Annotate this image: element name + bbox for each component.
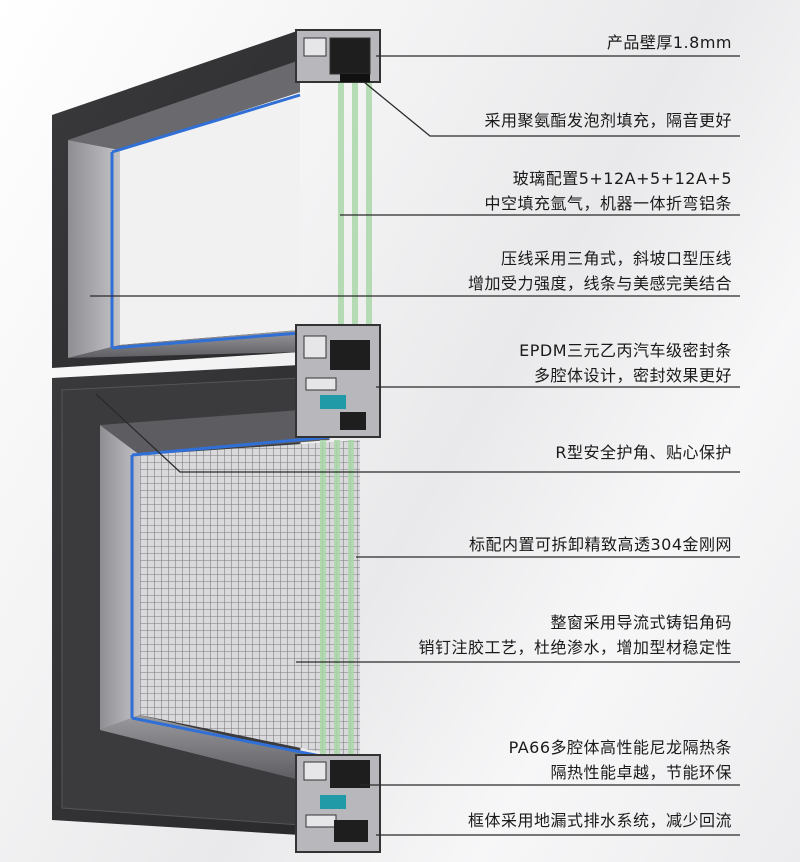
callout-line: 采用聚氨酯发泡剂填充，隔音更好 [484,111,732,130]
callout-line: EPDM三元乙丙汽车级密封条 [519,341,732,360]
callout-line: PA66多腔体高性能尼龙隔热条 [508,738,732,757]
callout-line: R型安全护角、贴心保护 [555,443,732,462]
callout-wall-thickness: 产品壁厚1.8mm [607,30,732,55]
callout-foam-fill: 采用聚氨酯发泡剂填充，隔音更好 [484,108,732,133]
callout-line: 玻璃配置5+12A+5+12A+5 [512,169,732,188]
callout-r-corner: R型安全护角、贴心保护 [555,440,732,465]
callout-line: 隔热性能卓越，节能环保 [550,763,732,782]
callout-line: 增加受力强度，线条与美感完美结合 [467,274,732,293]
callout-line: 压线采用三角式，斜坡口型压线 [500,249,732,268]
callout-glass-config: 玻璃配置5+12A+5+12A+5 中空填充氩气，机器一体折弯铝条 [484,166,732,216]
leader-lines [90,55,740,836]
callout-drainage: 框体采用地漏式排水系统，减少回流 [468,808,732,833]
callout-epdm-seal: EPDM三元乙丙汽车级密封条 多腔体设计，密封效果更好 [519,338,732,388]
glass-panes [320,80,372,760]
callout-line: 多腔体设计，密封效果更好 [533,366,732,385]
callout-line: 整窗采用导流式铸铝角码 [550,613,732,632]
callout-line: 产品壁厚1.8mm [606,33,732,52]
profile-section-middle [295,324,381,438]
callout-line: 中空填充氩气，机器一体折弯铝条 [484,194,732,213]
profile-section-top [295,29,381,83]
upper-frame [52,30,301,368]
callout-pa66-strip: PA66多腔体高性能尼龙隔热条 隔热性能卓越，节能环保 [509,735,732,785]
lower-sash [52,365,360,835]
callout-corner-joint: 整窗采用导流式铸铝角码 销钉注胶工艺，杜绝渗水，增加型材稳定性 [418,610,732,660]
profile-section-bottom [295,754,381,853]
callout-line: 框体采用地漏式排水系统，减少回流 [467,811,732,830]
callout-line: 标配内置可拆卸精致高透304金刚网 [468,535,732,554]
callout-screen-mesh: 标配内置可拆卸精致高透304金刚网 [469,532,732,557]
callout-glazing-bead: 压线采用三角式，斜坡口型压线 增加受力强度，线条与美感完美结合 [468,246,732,296]
callout-line: 销钉注胶工艺，杜绝渗水，增加型材稳定性 [418,638,732,657]
